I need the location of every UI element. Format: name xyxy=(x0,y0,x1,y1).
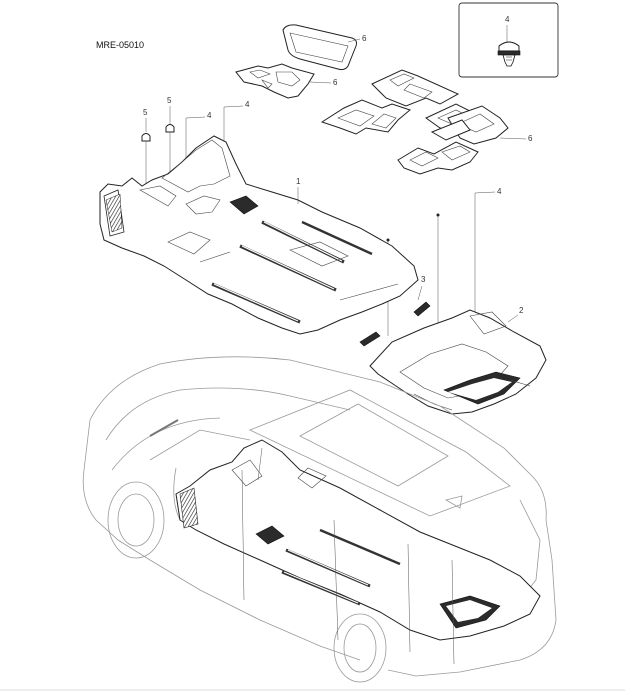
main-floor-carpet xyxy=(99,135,419,335)
vehicle-outline xyxy=(82,356,557,683)
callout-4c: 4 xyxy=(497,187,502,196)
inset-frame xyxy=(458,2,559,78)
callout-6a: 6 xyxy=(362,34,367,43)
callout-3: 3 xyxy=(421,275,426,284)
small-strip xyxy=(359,331,381,347)
callout-2: 2 xyxy=(519,306,524,315)
callout-5: 5 xyxy=(143,108,148,117)
driver-mat xyxy=(235,63,315,99)
callout-4a: 4 xyxy=(207,111,212,120)
callout-6b: 6 xyxy=(333,78,338,87)
trim-strip xyxy=(413,285,431,317)
callout-6c: 6 xyxy=(528,134,533,143)
callout-4b: 4 xyxy=(245,100,250,109)
diagram-code: MRE-05010 xyxy=(96,40,144,50)
installed-carpet xyxy=(175,439,541,665)
rear-mat-set xyxy=(320,69,509,175)
clip-inset: 4 xyxy=(458,2,559,78)
callout-5b: 5 xyxy=(167,96,172,105)
front-mat-small xyxy=(282,24,357,71)
rear-floor-carpet xyxy=(369,309,547,415)
inset-callout-label: 4 xyxy=(505,15,510,24)
callout-1: 1 xyxy=(296,177,301,186)
clip-part xyxy=(497,41,521,67)
